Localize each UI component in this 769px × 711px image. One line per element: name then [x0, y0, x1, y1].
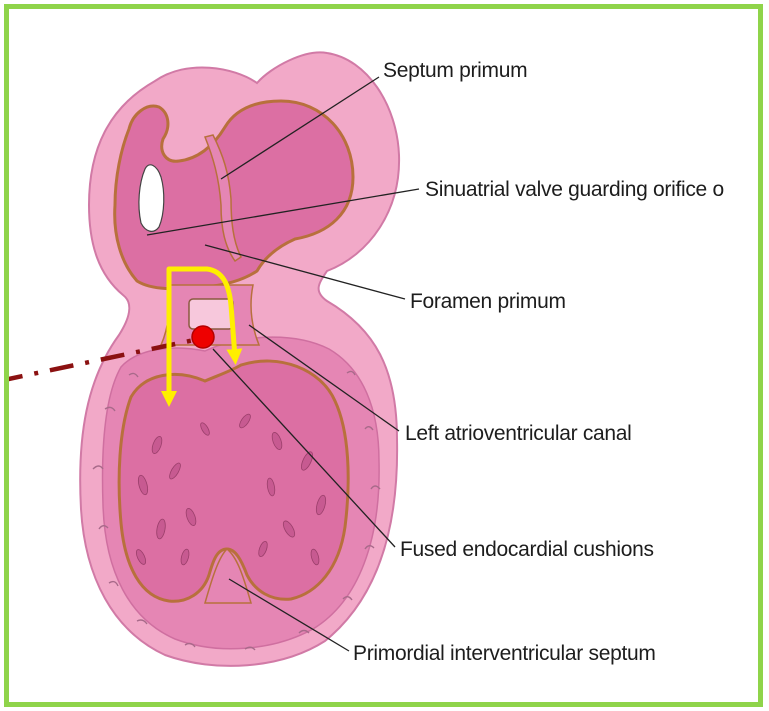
label-left-av-canal: Left atrioventricular canal: [405, 423, 632, 444]
diagram-frame: Septum primum Sinuatrial valve guarding …: [4, 4, 763, 707]
foramen-window: [189, 299, 233, 329]
label-fused-cushions: Fused endocardial cushions: [400, 539, 654, 560]
heart-septation-diagram: [9, 9, 758, 702]
label-sinuatrial-valve: Sinuatrial valve guarding orifice o: [425, 179, 724, 200]
label-foramen-primum: Foramen primum: [410, 291, 566, 312]
label-septum-primum: Septum primum: [383, 60, 527, 81]
red-marker-dot: [192, 326, 214, 348]
label-interventricular-septum: Primordial interventricular septum: [353, 643, 656, 664]
sinuatrial-orifice: [139, 165, 164, 232]
